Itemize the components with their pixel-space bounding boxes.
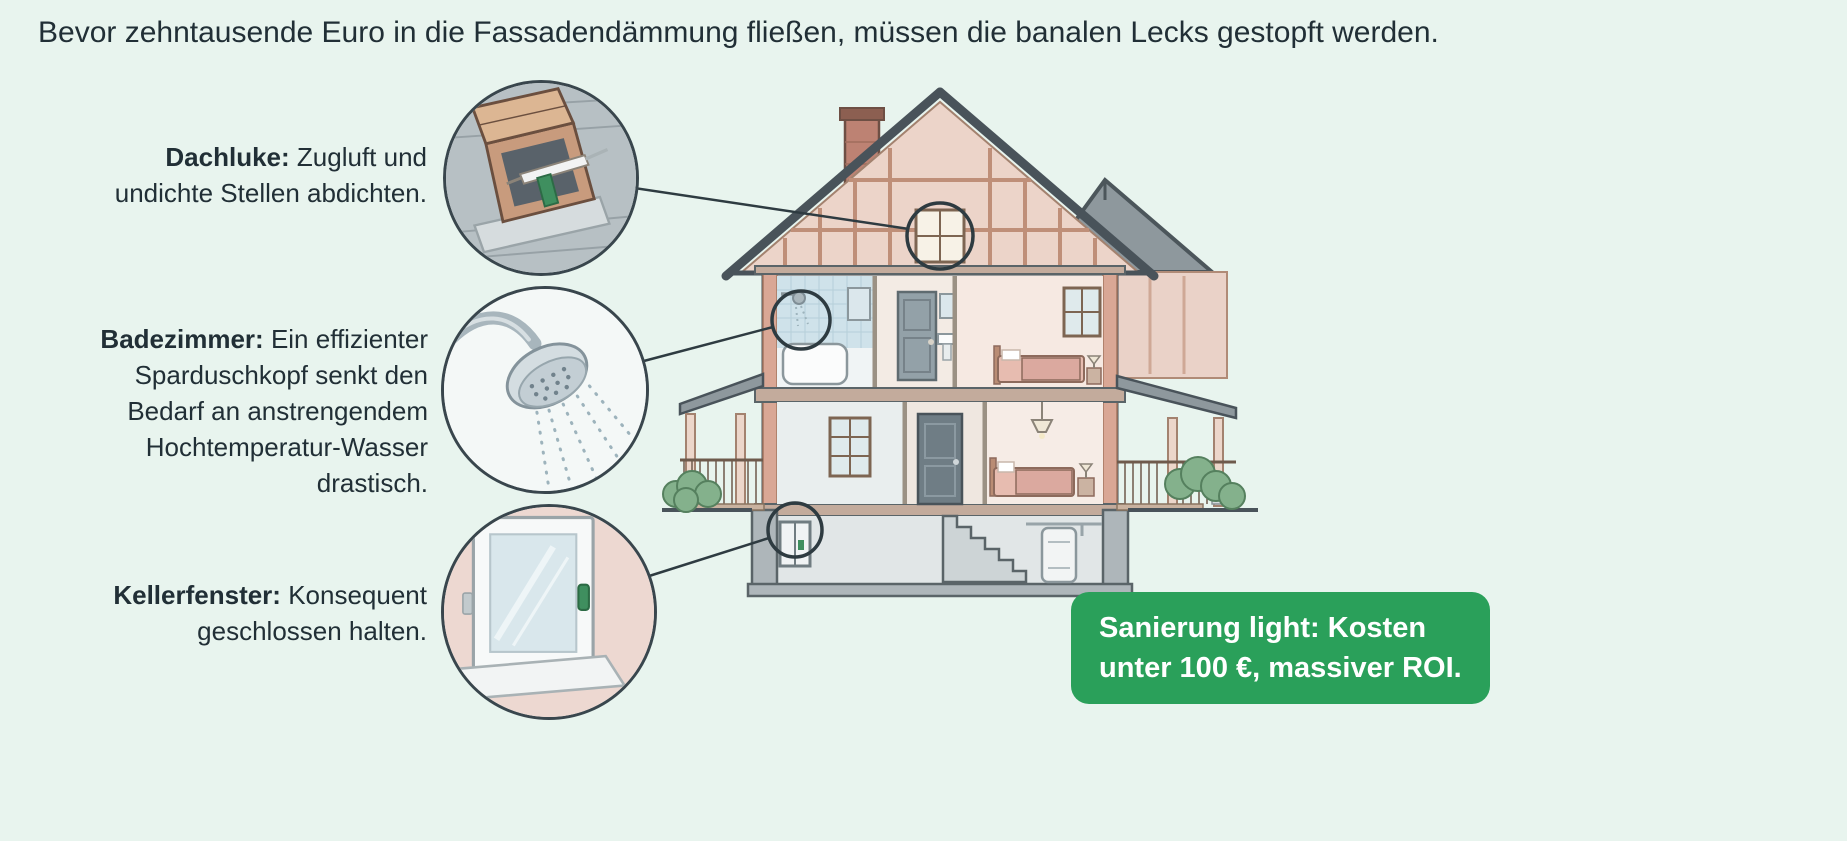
bathtub: [781, 342, 849, 386]
roi-badge: Sanierung light: Kosten unter 100 €, mas…: [1071, 592, 1490, 705]
callout-kellerfenster-term: Kellerfenster:: [113, 580, 281, 610]
shower-head-icon: [444, 289, 646, 491]
entry: [907, 402, 988, 506]
right-wing-wall: [1116, 271, 1228, 379]
bedroom-upper: [957, 276, 1103, 388]
bed-lower: [989, 457, 1075, 497]
basement: [746, 508, 1134, 598]
upper-hallway: [877, 276, 958, 388]
callout-dachluke-term: Dachluke:: [165, 142, 290, 172]
inset-dachluke: [443, 80, 639, 276]
nightstand-upper: [1086, 367, 1102, 385]
hall-mirror: [939, 293, 955, 319]
water-heater: [1040, 526, 1078, 584]
bed-upper: [993, 345, 1085, 385]
hall-sink: [937, 333, 956, 345]
headline: Bevor zehntausende Euro in die Fassadend…: [38, 16, 1439, 49]
bedroom-lower: [987, 402, 1103, 504]
callout-badezimmer: Badezimmer: Ein effizienter Sparduschkop…: [80, 322, 428, 501]
basement-stairs: [941, 514, 1028, 584]
nightstand-lower: [1077, 477, 1095, 497]
callout-badezimmer-term: Badezimmer:: [100, 324, 264, 354]
attic-hatch-window: [914, 208, 966, 264]
pendant-light: [1030, 402, 1054, 439]
callout-dachluke-text: Zugluft und undichte Stellen abdichten.: [114, 142, 427, 208]
callout-kellerfenster: Kellerfenster: Konsequent geschlossen ha…: [97, 578, 427, 650]
house-cross-section-illustration: [662, 87, 1258, 598]
roof-hatch-caulk-icon: [446, 83, 636, 273]
inset-kellerfenster: [441, 504, 657, 720]
roi-badge-line1: Sanierung light: Kosten: [1099, 612, 1427, 644]
callout-dachluke: Dachluke: Zugluft und undichte Stellen a…: [97, 140, 427, 212]
inset-badezimmer: [441, 286, 649, 494]
caulk-gun: [506, 147, 609, 208]
callout-kellerfenster-text: Konsequent geschlossen halten.: [197, 580, 427, 646]
bush-left: [662, 470, 722, 513]
window-handle: [577, 583, 590, 611]
callout-badezimmer-text: Ein effizienter Sparduschkopf senkt den …: [127, 324, 428, 498]
roi-badge-line2: unter 100 €, massiver ROI.: [1099, 652, 1462, 685]
basement-window: [778, 520, 812, 568]
basement-window-icon: [444, 507, 654, 717]
bathroom: [777, 276, 878, 388]
living-room: [777, 402, 908, 504]
bathroom-mirror: [847, 287, 871, 321]
bush-right: [1164, 456, 1246, 510]
